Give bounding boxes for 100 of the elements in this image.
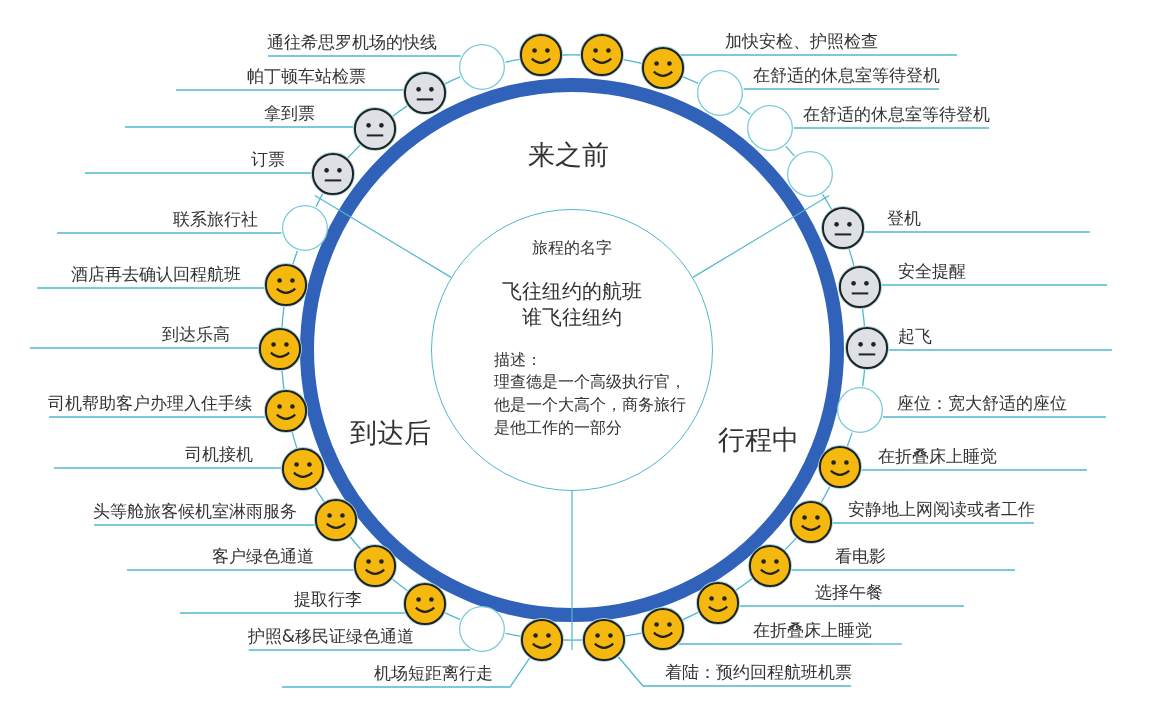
ring-connector	[625, 632, 642, 637]
ring-connector	[444, 76, 461, 85]
empty-circle	[696, 69, 744, 117]
step-label: 机场短距离行走	[374, 662, 493, 687]
smiley-face-icon	[696, 581, 740, 625]
leader-line	[680, 54, 878, 56]
step-label: 加快安检、护照检查	[725, 30, 878, 55]
smiley-face-icon	[403, 582, 447, 626]
smiley-face-icon	[353, 544, 397, 588]
step-label: 提取行李	[294, 588, 362, 613]
ring-connector	[347, 144, 361, 159]
neutral-face-icon	[821, 206, 865, 250]
smiley-face-icon	[818, 445, 862, 489]
empty-circle	[458, 43, 506, 91]
step-label: 起飞	[898, 325, 932, 350]
ring-connector	[861, 308, 866, 327]
leader-line	[93, 524, 316, 526]
leader-line	[251, 172, 312, 174]
smiley-face-icon	[519, 33, 563, 77]
leader-line	[861, 469, 997, 471]
smiley-face-icon	[580, 33, 624, 77]
ring-connector	[682, 611, 699, 621]
leader-line	[248, 649, 472, 651]
ring-connector	[291, 431, 298, 449]
step-label: 帕丁顿车站检票	[247, 65, 366, 90]
leader-line	[212, 569, 354, 571]
smiley-face-icon	[748, 544, 792, 588]
journey-name-heading: 旅程的名字	[531, 237, 613, 259]
journey-title: 飞往纽约的航班	[501, 278, 643, 305]
step-label: 在舒适的休息室等待登机	[803, 103, 990, 128]
smiley-face-icon	[520, 618, 564, 662]
journey-subtitle: 谁飞往纽约	[521, 304, 623, 331]
step-label: 座位：宽大舒适的座位	[897, 392, 1067, 417]
smiley-face-icon	[641, 46, 685, 90]
smiley-face-icon	[582, 618, 626, 662]
smiley-face-icon	[264, 263, 308, 307]
leader-line	[791, 569, 886, 571]
ring-connector	[504, 58, 521, 63]
smiley-face-icon	[258, 327, 302, 371]
smiley-face-icon	[314, 498, 358, 542]
leader-line	[185, 467, 282, 469]
leader-line	[882, 416, 1067, 418]
leader-line	[793, 127, 990, 129]
leader-line	[71, 287, 265, 289]
leader-line	[264, 126, 354, 128]
step-label: 客户绿色通道	[212, 545, 314, 570]
step-label: 头等舱旅客候机室淋雨服务	[93, 500, 297, 525]
step-label: 在舒适的休息室等待登机	[753, 64, 940, 89]
ring-connector	[391, 578, 409, 592]
leader-line	[247, 89, 404, 91]
leader-line	[48, 416, 266, 418]
ring-connector	[785, 145, 795, 157]
step-label: 酒店再去确认回程航班	[71, 263, 241, 288]
empty-circle	[836, 386, 884, 434]
ring-connector	[281, 306, 285, 328]
leader-line	[267, 55, 462, 57]
leader-line	[162, 347, 259, 349]
step-label: 在折叠床上睡觉	[753, 619, 872, 644]
ring-connector	[392, 105, 408, 117]
description-text: 理查德是一个高级执行官，他是一个大高个，商务旅行是他工作的一部分	[494, 371, 687, 439]
section-label: 行程中	[717, 423, 799, 457]
step-label: 司机接机	[185, 443, 253, 468]
step-label: 在折叠床上睡觉	[878, 445, 997, 470]
step-label: 护照&移民证绿色通道	[247, 625, 414, 650]
ring-connector	[315, 192, 324, 208]
step-label: 看电影	[835, 545, 886, 570]
ring-connector	[784, 537, 797, 551]
step-label: 司机帮助客户办理入住手续	[48, 392, 252, 417]
ring-connector	[563, 639, 583, 641]
ring-connector	[349, 536, 362, 550]
neutral-face-icon	[311, 152, 355, 196]
step-label: 联系旅行社	[173, 208, 258, 233]
leader-line	[832, 522, 1035, 524]
ring-connector	[444, 612, 461, 620]
section-label: 到达后	[349, 416, 431, 450]
neutral-face-icon	[845, 326, 889, 370]
ring-connector	[562, 54, 581, 56]
leader-line	[739, 605, 883, 607]
step-label: 通往希思罗机场的快线	[267, 31, 437, 56]
ring-connector	[848, 248, 855, 267]
ring-connector	[504, 632, 521, 637]
step-label: 安静地上网阅读或者工作	[848, 498, 1035, 523]
ring-connector	[846, 432, 853, 447]
leader-line	[294, 612, 406, 614]
step-label: 订票	[251, 148, 285, 173]
leader-line	[173, 232, 283, 234]
description-label: 描述：	[494, 349, 543, 371]
leader-line	[678, 643, 872, 645]
smiley-face-icon	[281, 447, 325, 491]
ring-connector	[622, 58, 643, 65]
leader-line	[617, 656, 852, 687]
step-label: 着陆：预约回程航班机票	[665, 661, 852, 686]
ring-connector	[682, 76, 699, 84]
ring-connector	[862, 369, 866, 387]
step-label: 拿到票	[264, 102, 315, 127]
step-label: 登机	[887, 207, 921, 232]
ring-connector	[821, 193, 833, 210]
leader-line	[374, 657, 531, 688]
neutral-face-icon	[838, 265, 882, 309]
smiley-face-icon	[641, 607, 685, 651]
